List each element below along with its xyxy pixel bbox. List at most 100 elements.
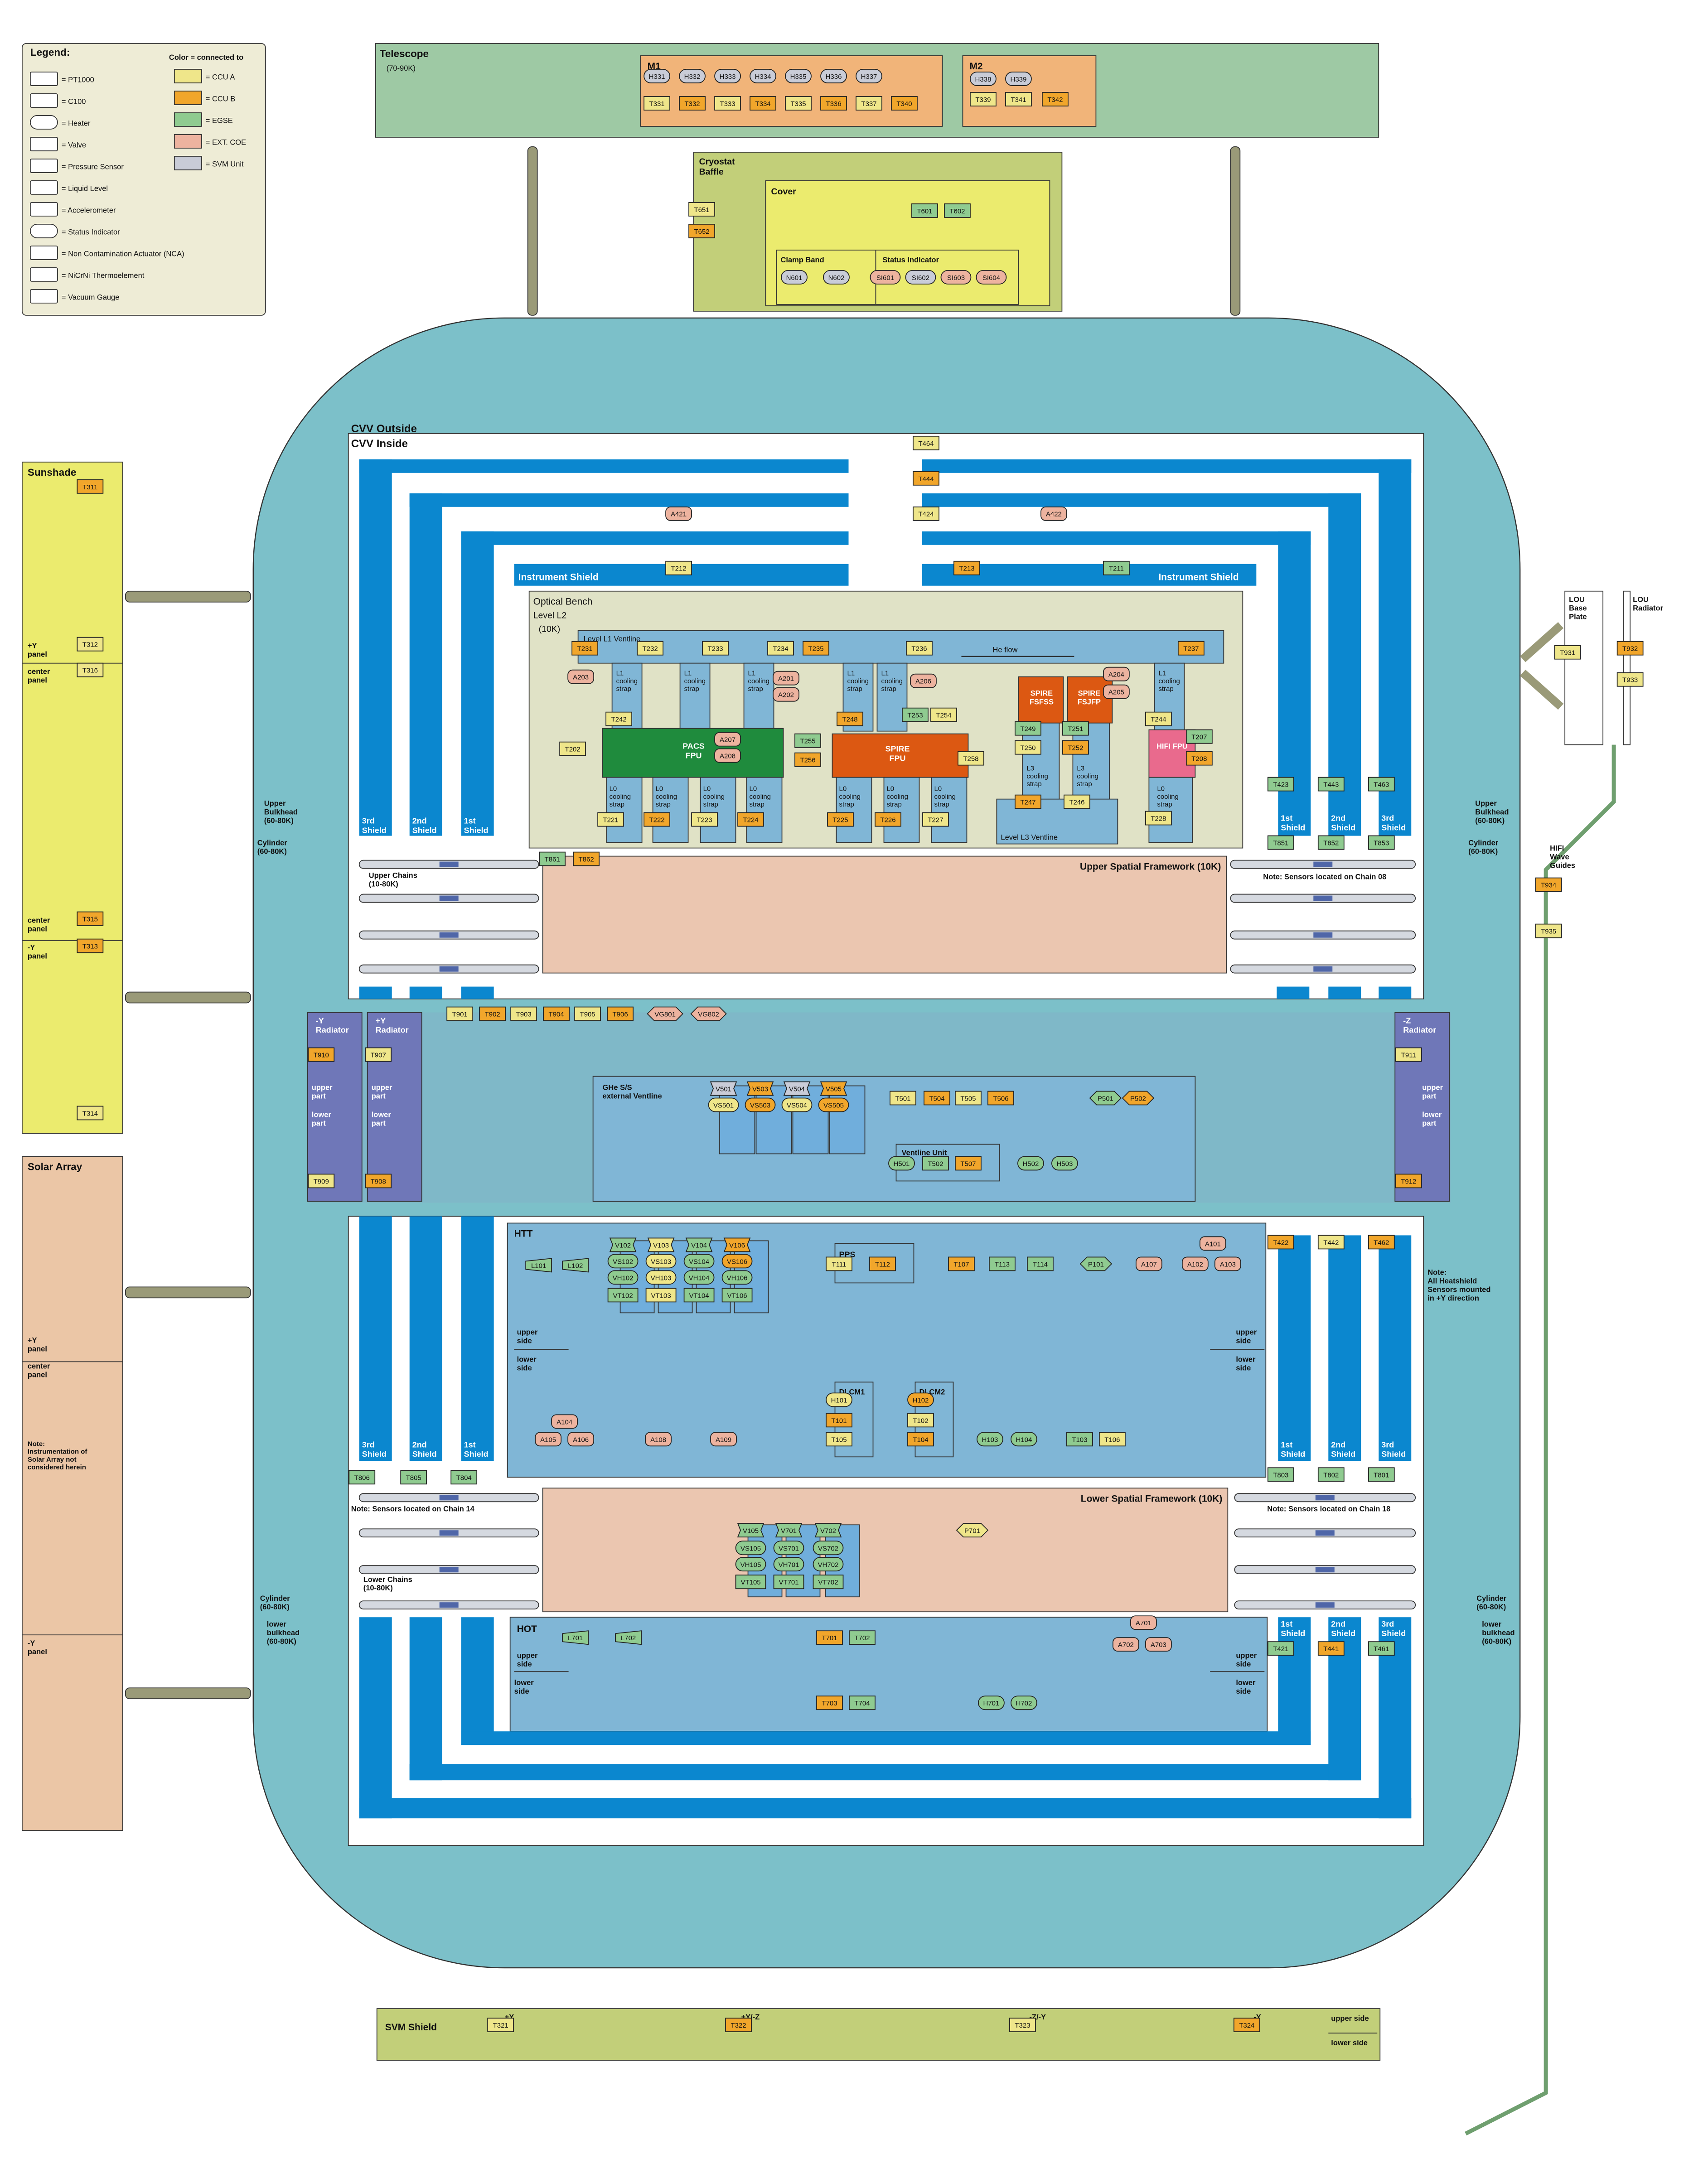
sensor-t213[interactable]: T213 — [953, 560, 980, 575]
sensor-vh701[interactable]: VH701 — [773, 1557, 804, 1572]
sensor-t224[interactable]: T224 — [737, 812, 764, 827]
sensor-a206[interactable]: A206 — [910, 673, 937, 688]
sensor-t601[interactable]: T601 — [911, 203, 938, 218]
sensor-vh105[interactable]: VH105 — [735, 1557, 766, 1572]
sensor-t908[interactable]: T908 — [365, 1174, 392, 1188]
sensor-t231[interactable]: T231 — [571, 641, 599, 656]
sensor-t321[interactable]: T321 — [487, 2018, 514, 2032]
sensor-a201[interactable]: A201 — [773, 671, 799, 686]
sensor-a204[interactable]: A204 — [1103, 667, 1130, 681]
sensor-t852[interactable]: T852 — [1317, 835, 1345, 850]
sensor-t442[interactable]: T442 — [1317, 1235, 1345, 1250]
sensor-h334[interactable]: H334 — [750, 69, 776, 83]
sensor-t236[interactable]: T236 — [906, 641, 933, 656]
sensor-t252[interactable]: T252 — [1062, 740, 1089, 755]
sensor-h103[interactable]: H103 — [977, 1432, 1003, 1447]
sensor-t312[interactable]: T312 — [77, 637, 104, 652]
sensor-t250[interactable]: T250 — [1015, 740, 1041, 755]
sensor-t234[interactable]: T234 — [767, 641, 794, 656]
sensor-h333[interactable]: H333 — [714, 69, 741, 83]
sensor-t107[interactable]: T107 — [948, 1256, 975, 1271]
sensor-h702[interactable]: H702 — [1011, 1695, 1037, 1710]
sensor-t335[interactable]: T335 — [785, 96, 812, 111]
sensor-h701[interactable]: H701 — [978, 1695, 1005, 1710]
sensor-a103[interactable]: A103 — [1214, 1256, 1241, 1271]
sensor-h501[interactable]: H501 — [888, 1156, 915, 1171]
sensor-a208[interactable]: A208 — [714, 748, 741, 763]
sensor-l701[interactable]: L701 — [562, 1630, 589, 1645]
sensor-t254[interactable]: T254 — [930, 707, 957, 722]
sensor-a703[interactable]: A703 — [1145, 1637, 1172, 1652]
sensor-t805[interactable]: T805 — [400, 1470, 427, 1485]
sensor-a109[interactable]: A109 — [710, 1432, 737, 1447]
sensor-t226[interactable]: T226 — [875, 812, 901, 827]
sensor-t313[interactable]: T313 — [77, 938, 104, 953]
sensor-n602[interactable]: N602 — [823, 270, 850, 285]
sensor-v106[interactable]: V106 — [723, 1237, 751, 1252]
sensor-t910[interactable]: T910 — [308, 1047, 335, 1062]
sensor-a701[interactable]: A701 — [1130, 1615, 1157, 1630]
sensor-vh702[interactable]: VH702 — [813, 1557, 844, 1572]
sensor-t341[interactable]: T341 — [1005, 92, 1032, 106]
sensor-t333[interactable]: T333 — [714, 96, 741, 111]
sensor-t253[interactable]: T253 — [902, 707, 929, 722]
sensor-t322[interactable]: T322 — [725, 2018, 752, 2032]
sensor-si601[interactable]: SI601 — [870, 270, 901, 285]
sensor-t225[interactable]: T225 — [827, 812, 854, 827]
sensor-t851[interactable]: T851 — [1267, 835, 1294, 850]
sensor-t340[interactable]: T340 — [891, 96, 918, 111]
sensor-t703[interactable]: T703 — [816, 1695, 843, 1710]
sensor-t251[interactable]: T251 — [1062, 721, 1089, 736]
sensor-t443[interactable]: T443 — [1317, 777, 1345, 792]
sensor-t464[interactable]: T464 — [913, 435, 939, 450]
sensor-t314[interactable]: T314 — [77, 1106, 104, 1121]
sensor-vs702[interactable]: VS702 — [813, 1541, 844, 1555]
sensor-t652[interactable]: T652 — [688, 223, 715, 238]
sensor-t323[interactable]: T323 — [1009, 2018, 1036, 2032]
sensor-n601[interactable]: N601 — [781, 270, 808, 285]
sensor-h336[interactable]: H336 — [820, 69, 847, 83]
sensor-t207[interactable]: T207 — [1185, 729, 1213, 744]
sensor-t315[interactable]: T315 — [77, 911, 104, 926]
sensor-t246[interactable]: T246 — [1064, 794, 1090, 809]
sensor-t102[interactable]: T102 — [907, 1413, 934, 1428]
sensor-t933[interactable]: T933 — [1616, 672, 1644, 687]
sensor-h102[interactable]: H102 — [907, 1392, 934, 1407]
sensor-t337[interactable]: T337 — [856, 96, 882, 111]
sensor-a108[interactable]: A108 — [645, 1432, 672, 1447]
sensor-t461[interactable]: T461 — [1368, 1641, 1395, 1656]
sensor-t902[interactable]: T902 — [479, 1006, 506, 1021]
sensor-t444[interactable]: T444 — [913, 471, 939, 486]
sensor-l102[interactable]: L102 — [562, 1258, 589, 1273]
sensor-a702[interactable]: A702 — [1112, 1637, 1139, 1652]
sensor-h101[interactable]: H101 — [826, 1392, 852, 1407]
sensor-t602[interactable]: T602 — [944, 203, 971, 218]
sensor-t331[interactable]: T331 — [644, 96, 670, 111]
sensor-t901[interactable]: T901 — [446, 1006, 474, 1021]
sensor-t504[interactable]: T504 — [924, 1091, 950, 1106]
sensor-t935[interactable]: T935 — [1535, 923, 1562, 938]
sensor-t248[interactable]: T248 — [837, 711, 863, 726]
sensor-t931[interactable]: T931 — [1554, 645, 1581, 660]
sensor-p502[interactable]: P502 — [1122, 1091, 1155, 1106]
sensor-si602[interactable]: SI602 — [905, 270, 936, 285]
sensor-si604[interactable]: SI604 — [976, 270, 1007, 285]
sensor-a207[interactable]: A207 — [714, 732, 741, 747]
sensor-t501[interactable]: T501 — [890, 1091, 916, 1106]
sensor-a203[interactable]: A203 — [567, 669, 595, 684]
sensor-si603[interactable]: SI603 — [940, 270, 972, 285]
sensor-t502[interactable]: T502 — [922, 1156, 949, 1171]
sensor-v103[interactable]: V103 — [647, 1237, 675, 1252]
sensor-vs505[interactable]: VS505 — [818, 1097, 849, 1112]
sensor-t114[interactable]: T114 — [1027, 1256, 1054, 1271]
sensor-t222[interactable]: T222 — [644, 812, 670, 827]
sensor-t316[interactable]: T316 — [77, 662, 104, 677]
sensor-t227[interactable]: T227 — [922, 812, 949, 827]
sensor-t507[interactable]: T507 — [955, 1156, 982, 1171]
sensor-vs701[interactable]: VS701 — [773, 1541, 804, 1555]
sensor-a205[interactable]: A205 — [1103, 684, 1130, 699]
sensor-t221[interactable]: T221 — [597, 812, 624, 827]
sensor-vt701[interactable]: VT701 — [773, 1575, 804, 1589]
sensor-h332[interactable]: H332 — [679, 69, 706, 83]
sensor-vs104[interactable]: VS104 — [683, 1254, 715, 1269]
